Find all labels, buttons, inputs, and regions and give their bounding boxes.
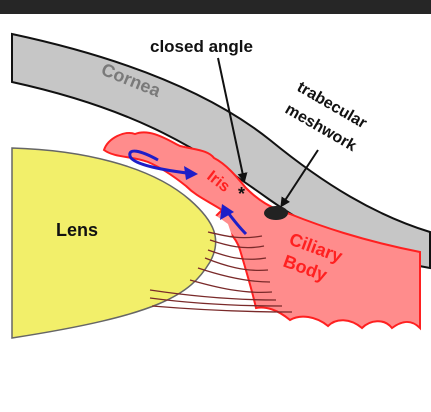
- closed-angle-pointer: [217, 57, 248, 183]
- cornea-shape: [11, 32, 431, 270]
- flow-arrowhead-lower: [220, 204, 234, 220]
- lens-shape: [11, 147, 217, 339]
- ciliary-body-iris-shape: [102, 131, 421, 331]
- asterisk-marker: *: [238, 184, 245, 204]
- aqueous-flow-arrows: [128, 149, 248, 236]
- zonule-fibers: [149, 231, 293, 313]
- flow-arrow-upper: [128, 149, 196, 176]
- lens-label: Lens: [56, 220, 98, 240]
- closed-angle-label: closed angle: [150, 37, 253, 56]
- top-bar: [0, 0, 431, 14]
- meshwork-pointer: [280, 149, 319, 208]
- trabecular-meshwork-dot: [264, 206, 288, 220]
- flow-arrowhead-upper: [184, 166, 198, 180]
